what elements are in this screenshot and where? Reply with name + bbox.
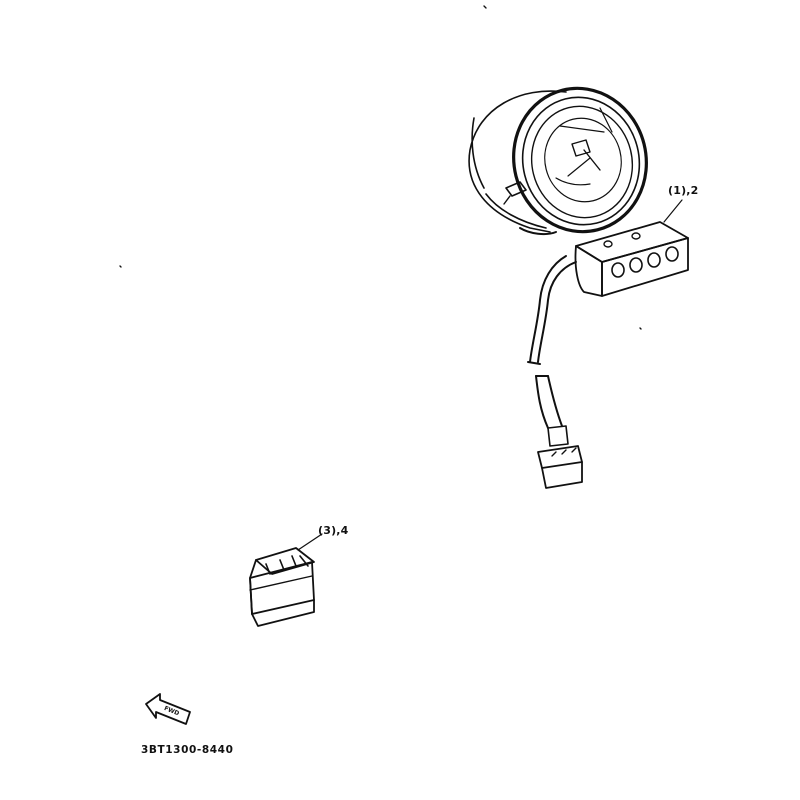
forward-arrow-icon bbox=[145, 693, 191, 725]
callout-meter-indicator: (1),2 bbox=[668, 184, 699, 197]
relay-unit bbox=[249, 533, 323, 627]
scan-specks bbox=[119, 5, 642, 330]
callout-relay-unit: (3),4 bbox=[318, 524, 349, 537]
meter-housing bbox=[468, 86, 648, 236]
drawing-code: 3BT1300-8440 bbox=[141, 744, 234, 756]
indicator-block bbox=[527, 199, 689, 489]
